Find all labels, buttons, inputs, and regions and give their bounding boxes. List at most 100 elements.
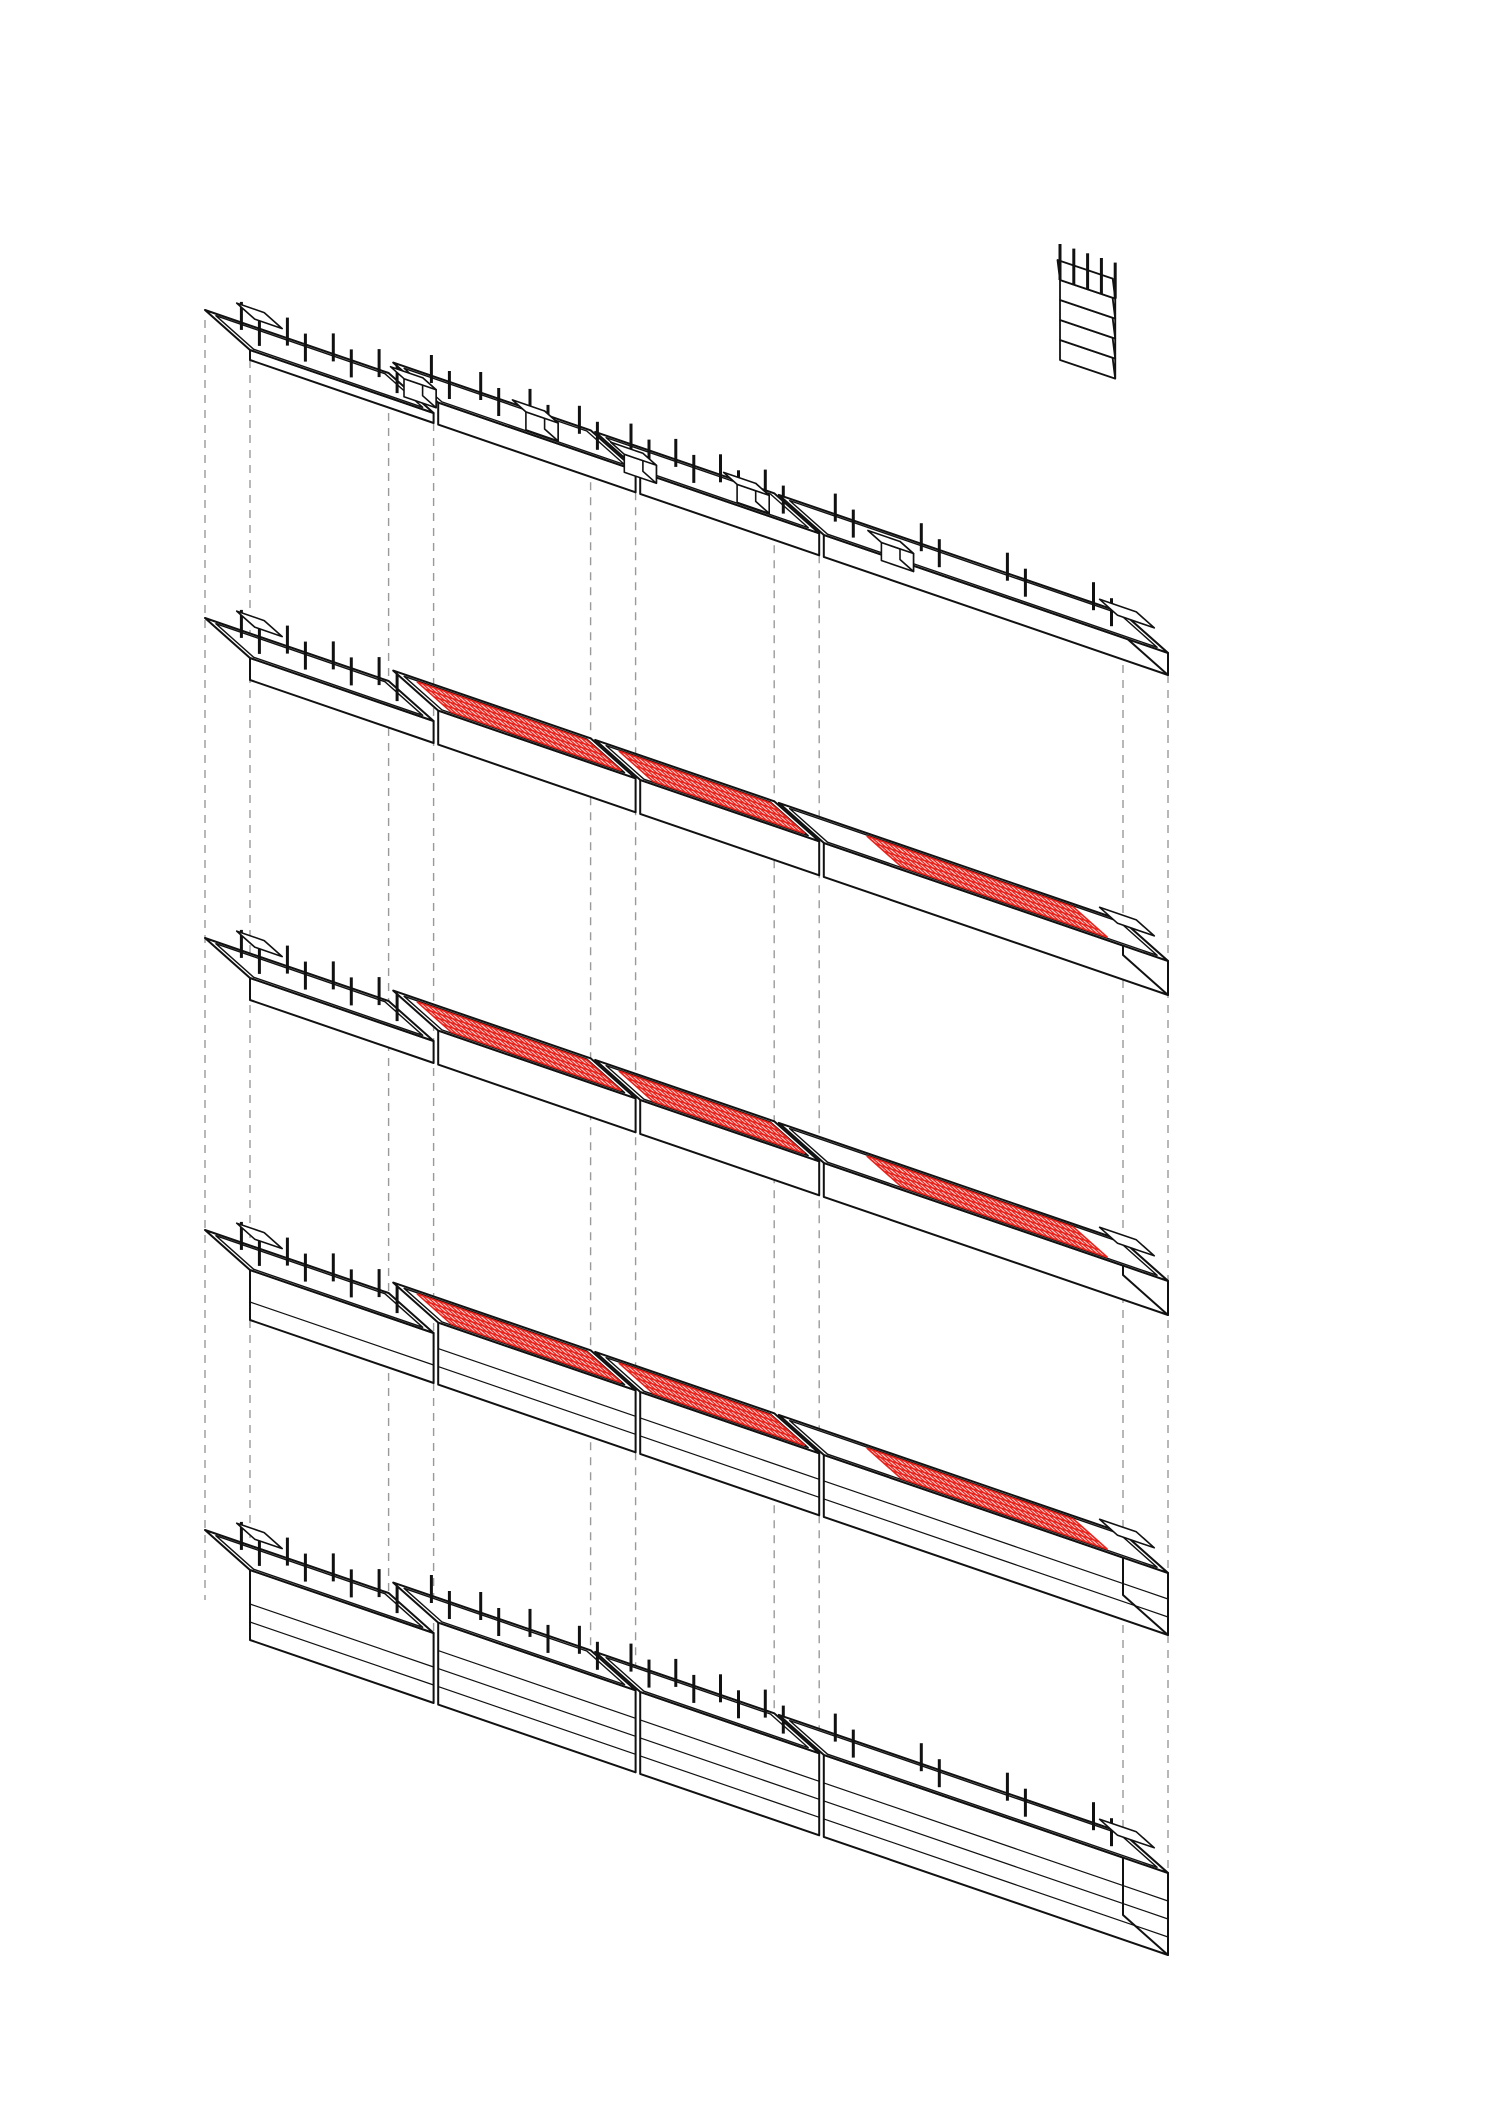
hatch-joist [433,1016,605,1076]
hatch-joist [425,688,596,749]
hatch-joist [875,1454,1083,1528]
rooflight-top [389,365,437,391]
stair-core-box [1098,1226,1156,1257]
rooflight-box [389,365,437,409]
stair-core-box [235,1522,284,1550]
slab-layer-line [640,1435,820,1498]
hatch-joist [892,1178,1100,1251]
hatched-floor-plate [416,1292,622,1384]
slab-top-face [392,1581,637,1692]
slab-rim [605,1356,809,1449]
floor-level-level-3 [204,609,1169,996]
slab-rim [403,1287,626,1386]
hatch-joist [644,1093,797,1147]
hatched-floor-plate [416,1000,622,1092]
stair-core-box [235,610,284,638]
stair-core-box [235,302,284,330]
hatch-joist [883,1170,1091,1243]
slab-layer-line [640,1755,820,1818]
slab-layer-line [640,1737,820,1800]
rooflight-top [511,399,559,424]
slab-rim [403,675,626,774]
slab-layer-line [249,1301,434,1366]
hatch-joist [627,757,780,812]
hatch-joist [425,1008,596,1069]
hatched-floor-plate [866,1155,1109,1259]
hatched-floor-plate [866,1447,1109,1551]
stair-core-box [1098,1518,1156,1549]
slab-rim [215,1234,424,1329]
slab-rim [403,995,626,1094]
hatch-joist [892,858,1100,931]
floor-level-ground [204,1521,1169,1956]
floor-level-level-2 [204,929,1169,1316]
hatched-floor-plate [866,835,1109,939]
stair-core-box [1098,598,1156,629]
slab-top-face [204,937,435,1042]
rooflight-top [722,471,771,497]
hatch-joist [627,1077,780,1132]
hatch-joist [635,1085,788,1139]
stair-core-box [235,1222,284,1250]
stair-core-box [1098,906,1156,937]
hatch-joist [433,1308,605,1368]
slab-rim [215,1534,424,1629]
hatch-joist [883,1462,1091,1535]
hatched-floor-plate [416,680,622,772]
slab-layer-line [823,1800,1169,1920]
slab-rim [605,1064,809,1157]
slab-layer-line [438,1366,636,1435]
hatch-joist [627,1369,780,1424]
hatched-floor-plate [618,1070,806,1155]
rooflight-box [609,441,658,485]
hatch-joist [644,1385,797,1439]
floor-levels [204,301,1169,1956]
floor-level-roof [204,301,1169,676]
slab-top-face [204,1229,435,1334]
slab-rim [215,943,424,1037]
hatch-joist [425,1300,596,1361]
hatch-joist [442,703,613,764]
hatched-floor-plate [618,750,806,835]
slab-top-face [204,1529,435,1634]
slab-layer-line [823,1818,1169,1938]
hatch-joist [892,1470,1100,1543]
rooflight-box [511,399,559,442]
hatch-joist [875,1162,1083,1236]
slab-layer-line [438,1668,636,1737]
floor-level-level-1 [204,1221,1169,1636]
slab-layer-line [438,1348,636,1417]
vertical-guide-lines [204,320,1169,1955]
stair-tower [1056,244,1117,380]
slab-rim [403,1587,626,1686]
slab-layer-line [249,1621,434,1686]
slab-layer-line [438,1650,636,1719]
stair-core-box [1098,1818,1156,1849]
hatched-floor-plate [618,1362,806,1447]
slab-top-face [777,493,1169,654]
slab-top-face [204,309,435,414]
hatch-joist [635,765,788,819]
slab-layer-line [249,1603,434,1668]
hatch-joist [644,773,797,827]
hatch-joist [635,1377,788,1431]
rooflight-top [867,529,915,555]
slab-layer-line [640,1719,820,1782]
rooflight-box [722,471,771,515]
rooflight-box [867,529,915,573]
hatch-joist [433,696,605,756]
slab-top-face [204,617,435,722]
hatch-joist [442,1315,613,1376]
hatch-joist [883,850,1091,923]
slab-rim [605,744,809,837]
hatch-joist [442,1023,613,1084]
hatch-joist [875,842,1083,916]
slab-rim [605,1656,809,1749]
stair-core-box [235,930,284,958]
slab-layer-line [823,1498,1169,1618]
slab-top-face [594,1650,821,1755]
slab-layer-line [823,1782,1169,1902]
rooflight-top [609,441,658,467]
